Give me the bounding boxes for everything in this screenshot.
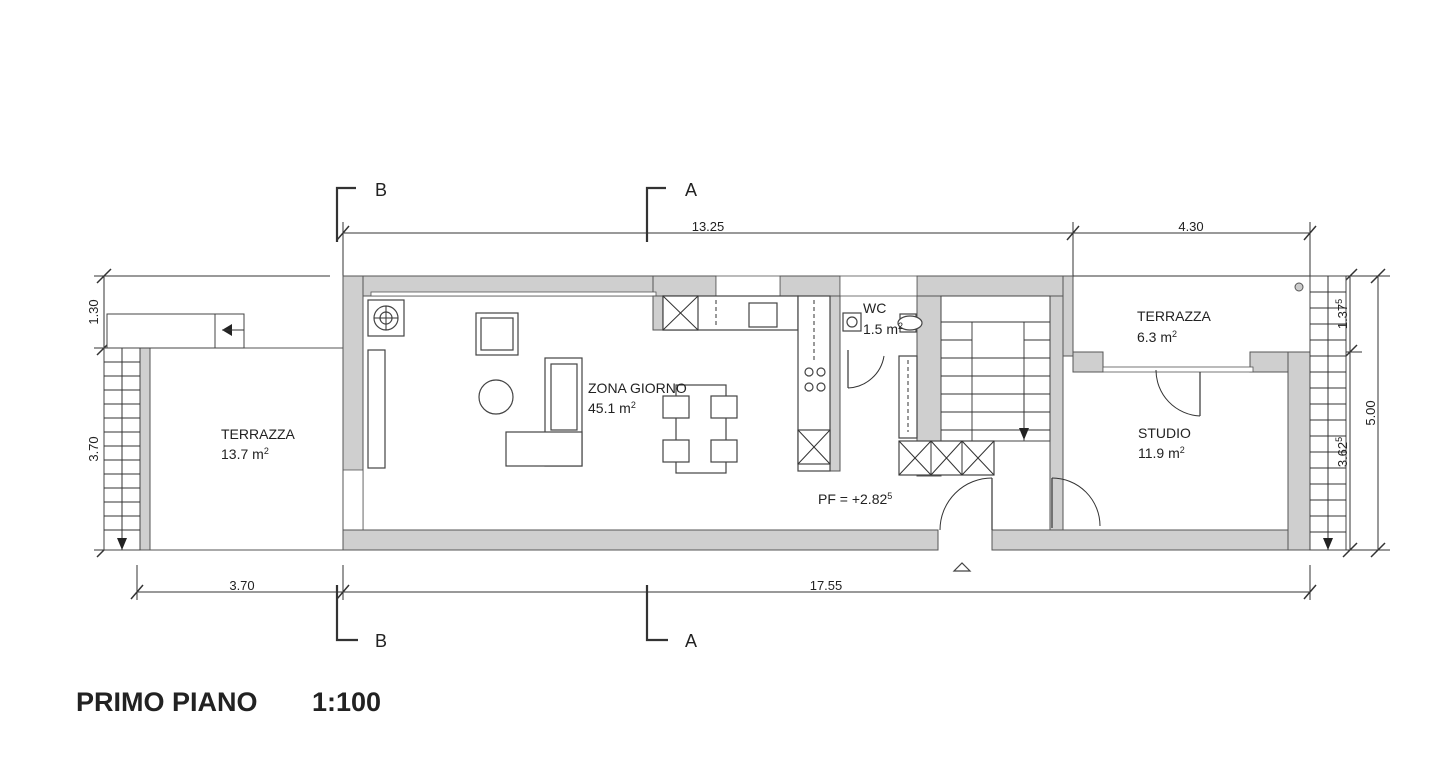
room-area-wc: 1.5 m2 [863, 321, 903, 337]
room-name-terrazza-right: TERRAZZA [1137, 308, 1212, 324]
section-label-a-top: A [685, 180, 697, 200]
dim-left-upper: 1.30 [86, 299, 101, 324]
section-label-b-bottom: B [375, 631, 387, 651]
room-name-zona-giorno: ZONA GIORNO [588, 380, 687, 396]
section-labels: B A B A [375, 180, 697, 651]
stair-left [103, 347, 141, 551]
floor-level-label: PF = +2.825 [818, 491, 892, 507]
stair-central [940, 295, 1051, 442]
dim-left-lower: 3.70 [86, 436, 101, 461]
room-area-zona-giorno: 45.1 m2 [588, 400, 636, 416]
section-label-b-top: B [375, 180, 387, 200]
dim-top-main: 13.25 [692, 219, 725, 234]
dimension-labels: 13.25 4.30 3.70 17.55 1.30 3.70 1.375 3.… [86, 219, 1378, 593]
balcony-box [106, 313, 245, 349]
stair-right [1309, 275, 1347, 551]
scale-text: 1:100 [312, 687, 381, 717]
doors [847, 350, 1201, 572]
dim-bottom-left: 3.70 [229, 578, 254, 593]
room-labels: ZONA GIORNO 45.1 m2 WC 1.5 m2 TERRAZZA 1… [221, 300, 1212, 507]
room-name-wc: WC [863, 300, 886, 316]
title-text: PRIMO PIANO [76, 687, 258, 717]
room-area-terrazza-right: 6.3 m2 [1137, 329, 1177, 345]
dim-top-right: 4.30 [1178, 219, 1203, 234]
dim-right-lower: 3.625 [1334, 437, 1350, 467]
dim-bottom-main: 17.55 [810, 578, 843, 593]
room-area-terrazza-left: 13.7 m2 [221, 446, 269, 462]
room-name-terrazza-left: TERRAZZA [221, 426, 296, 442]
dimension-lines [94, 222, 1390, 600]
room-area-studio: 11.9 m2 [1138, 445, 1185, 461]
section-label-a-bottom: A [685, 631, 697, 651]
drawing-title: PRIMO PIANO 1:100 [76, 687, 381, 717]
room-name-studio: STUDIO [1138, 425, 1191, 441]
dim-right-total: 5.00 [1363, 400, 1378, 425]
section-markers [335, 186, 668, 642]
furniture [367, 282, 1304, 476]
dim-right-upper: 1.375 [1334, 299, 1350, 329]
